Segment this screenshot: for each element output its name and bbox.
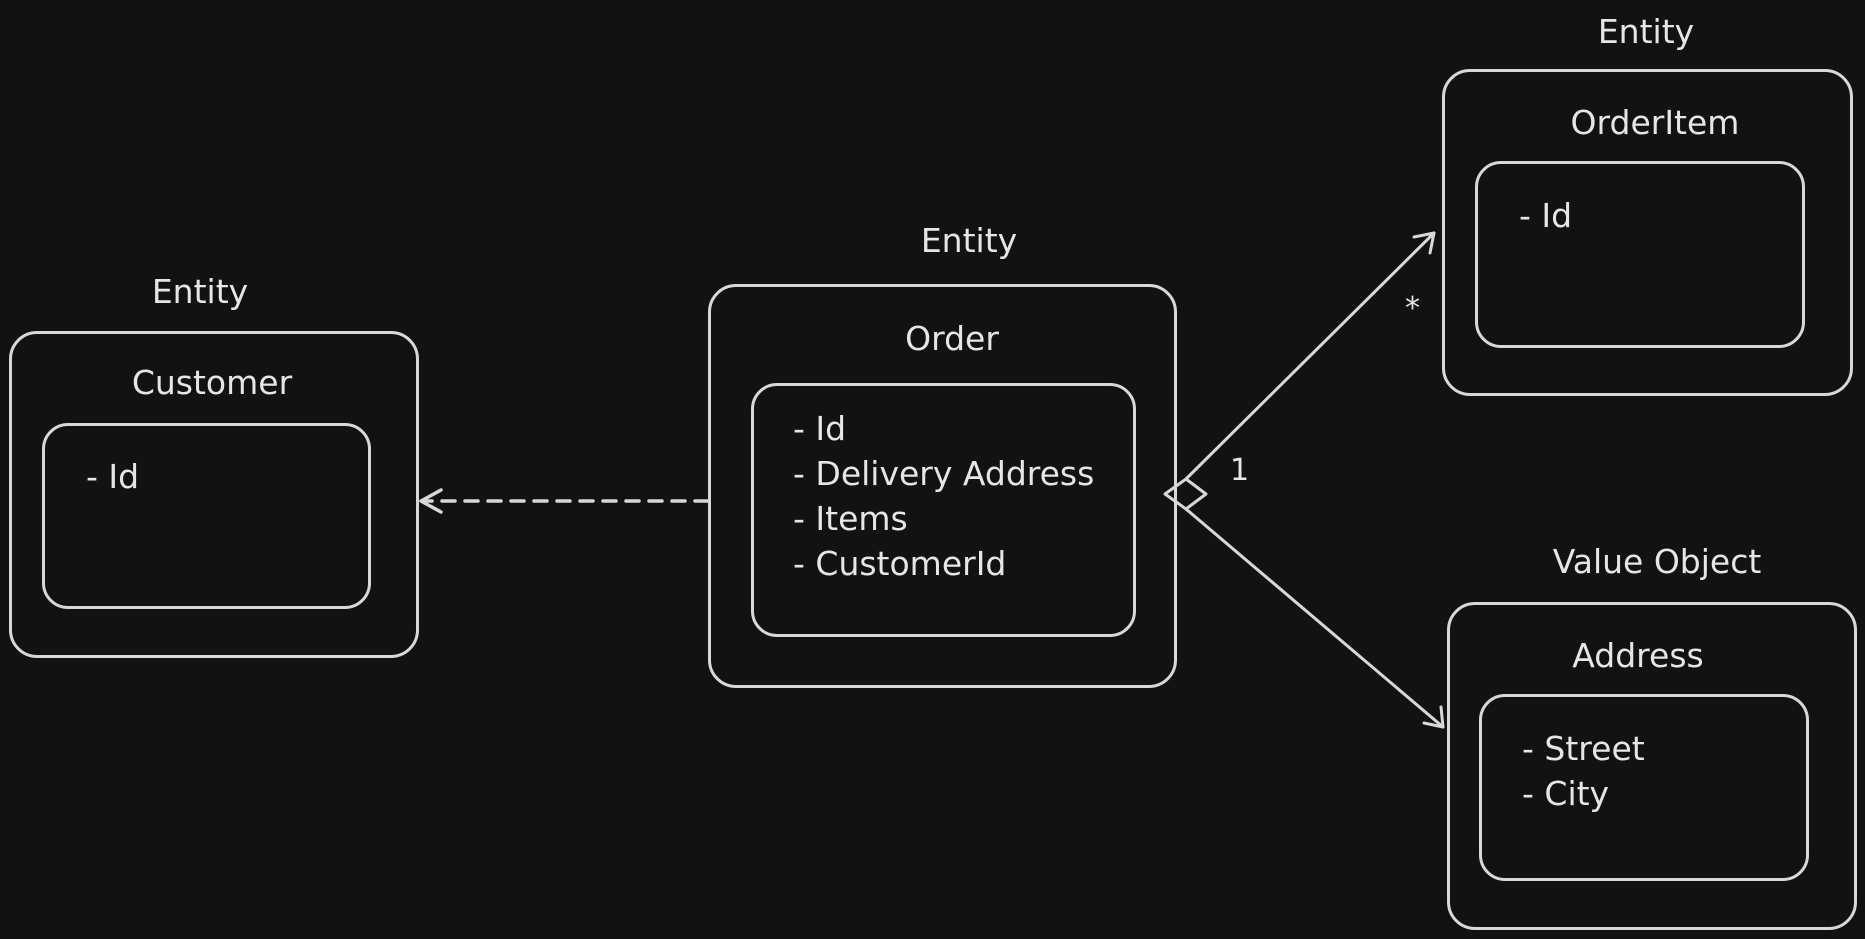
attribute-item: Street (1522, 726, 1644, 771)
order-attributes: Id Delivery Address Items CustomerId (793, 406, 1094, 586)
order-stereotype: Entity (920, 221, 1018, 260)
attribute-item: Delivery Address (793, 451, 1094, 496)
order-attributes-box (751, 383, 1136, 637)
orderitem-stereotype: Entity (1597, 12, 1695, 51)
dependency-order-to-customer (419, 488, 710, 514)
attribute-item: Id (1519, 193, 1572, 238)
attribute-item: Id (86, 454, 139, 499)
multiplicity-one-label: 1 (1230, 453, 1250, 488)
orderitem-title: OrderItem (1570, 103, 1740, 142)
address-attributes-box (1479, 694, 1809, 881)
order-entity[interactable] (708, 284, 1177, 688)
address-attributes: Street City (1522, 726, 1645, 816)
customer-attributes: Id (86, 454, 139, 499)
customer-attributes-box (42, 423, 371, 609)
orderitem-attributes: Id (1519, 193, 1572, 238)
order-title: Order (905, 319, 999, 358)
attribute-item: City (1522, 771, 1645, 816)
aggregation-diamond (1163, 477, 1208, 511)
attribute-item: CustomerId (793, 541, 1094, 586)
customer-entity[interactable] (9, 331, 419, 658)
orderitem-attributes-box (1475, 161, 1805, 348)
address-entity[interactable] (1447, 602, 1857, 930)
association-order-to-orderitem (1184, 231, 1436, 481)
association-order-to-address (1184, 507, 1445, 729)
multiplicity-many-label: * (1405, 291, 1420, 326)
customer-stereotype: Entity (151, 272, 249, 311)
address-title: Address (1572, 636, 1704, 675)
orderitem-entity[interactable] (1442, 69, 1853, 396)
attribute-item: Items (793, 496, 1094, 541)
attribute-item: Id (793, 406, 1094, 451)
address-stereotype: Value Object (1552, 542, 1762, 581)
customer-title: Customer (131, 363, 293, 402)
